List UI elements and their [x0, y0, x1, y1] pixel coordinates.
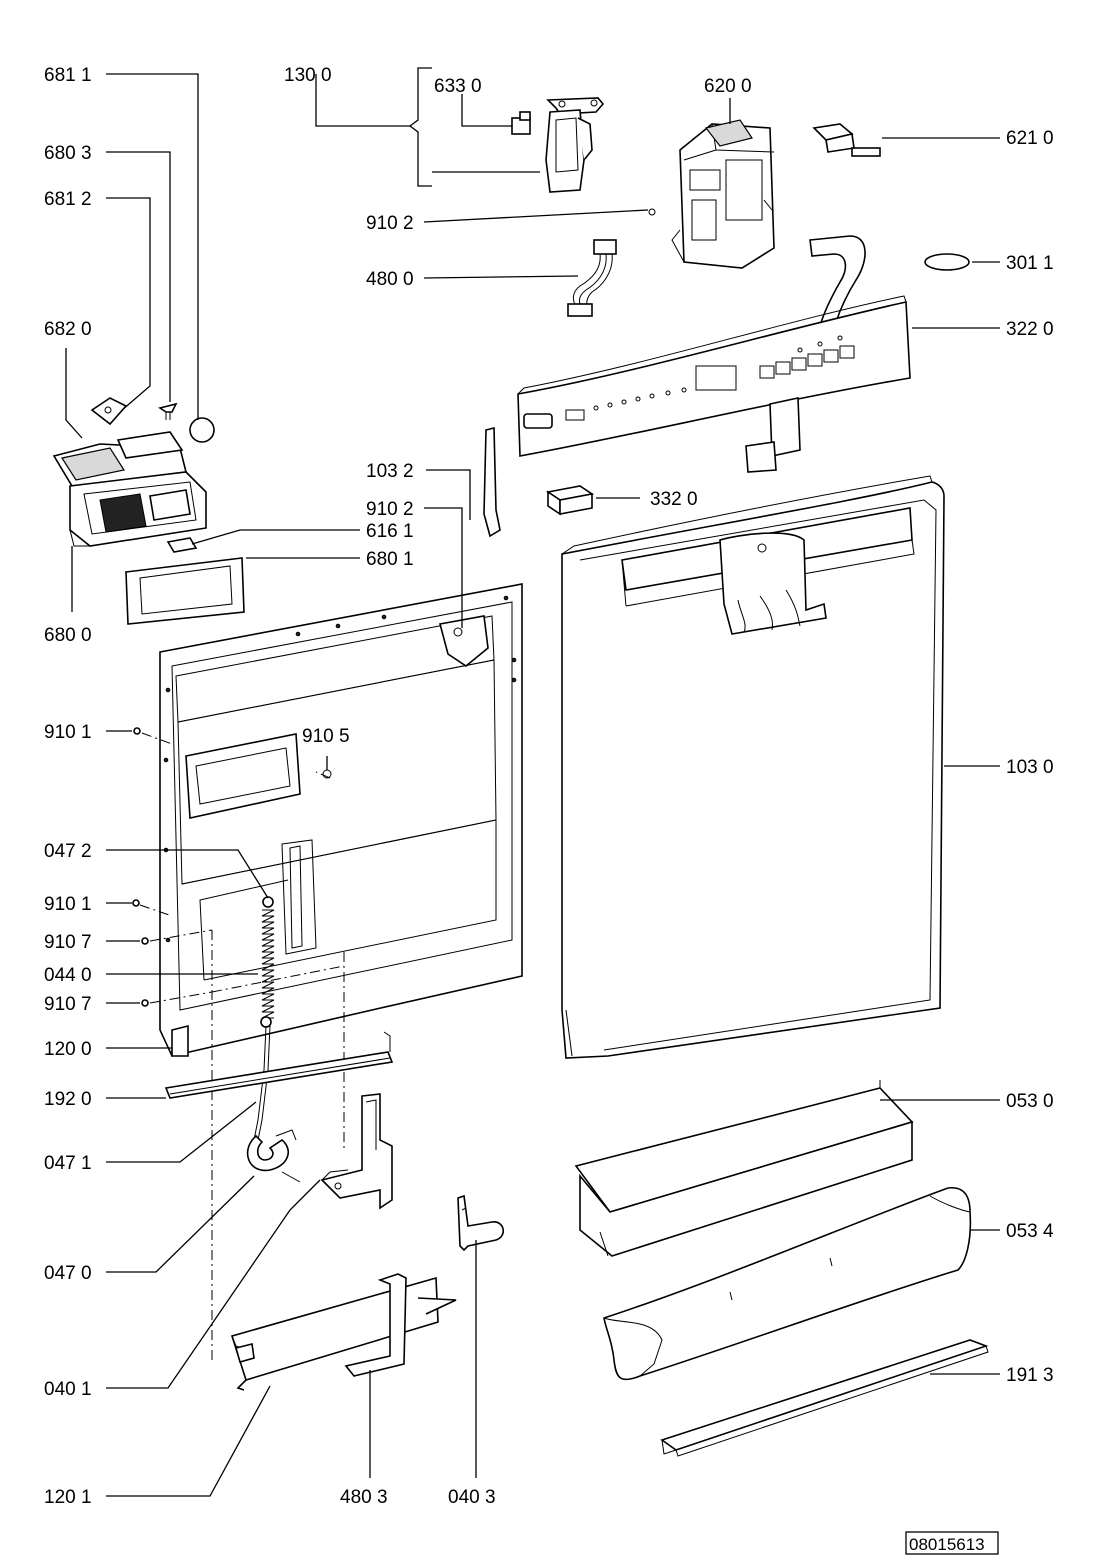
- label-040-3: 040 3: [448, 1487, 496, 1508]
- inner-door: [159, 583, 523, 1057]
- screw-910-1-b: [132, 899, 140, 907]
- outer-door: [561, 475, 945, 1059]
- connector-block: [545, 485, 595, 516]
- seal-profile: [660, 1339, 989, 1457]
- label-480-0: 480 0: [366, 269, 414, 290]
- label-053-4: 053 4: [1006, 1221, 1054, 1242]
- dispenser-gasket: [125, 557, 245, 625]
- screw-910-1-a: [133, 727, 141, 735]
- dispenser-small-part: [90, 397, 128, 426]
- label-910-7-b: 910 7: [44, 994, 92, 1015]
- dispenser-cap: [189, 417, 215, 443]
- label-680-0: 680 0: [44, 625, 92, 646]
- label-680-3: 680 3: [44, 143, 92, 164]
- label-053-0: 053 0: [1006, 1091, 1054, 1112]
- label-047-1: 047 1: [44, 1153, 92, 1174]
- label-047-0: 047 0: [44, 1263, 92, 1284]
- document-number: 08015613: [909, 1535, 985, 1554]
- pin-910-7-a: [141, 937, 149, 945]
- label-910-7-a: 910 7: [44, 932, 92, 953]
- label-910-1-a: 910 1: [44, 722, 92, 743]
- label-480-3: 480 3: [340, 1487, 388, 1508]
- label-130-0: 130 0: [284, 65, 332, 86]
- label-910-1-b: 910 1: [44, 894, 92, 915]
- label-616-1: 616 1: [366, 521, 414, 542]
- kick-plate-trim: [603, 1187, 972, 1381]
- document-number-box: 08015613: [905, 1531, 999, 1555]
- label-633-0: 633 0: [434, 76, 482, 97]
- detergent-dispenser: [52, 431, 207, 547]
- label-047-2: 047 2: [44, 841, 92, 862]
- label-680-1: 680 1: [366, 549, 414, 570]
- label-681-2: 681 2: [44, 189, 92, 210]
- bottom-bracket: [344, 1273, 407, 1377]
- dispenser-clip: [158, 402, 178, 420]
- seal-strip: [164, 1031, 394, 1099]
- leader-lines: [65, 67, 1000, 1497]
- hinge-bracket: [320, 1093, 393, 1210]
- cable-pulley: [246, 1129, 301, 1183]
- label-682-0: 682 0: [44, 319, 92, 340]
- part-number-labels: 681 1 130 0 633 0 620 0 621 0 680 3 681 …: [44, 65, 1054, 1508]
- dispenser-lever: [166, 537, 198, 553]
- label-044-0: 044 0: [44, 965, 92, 986]
- bottom-plate: [230, 1276, 457, 1391]
- assembly-lines: [139, 732, 345, 1360]
- label-040-1: 040 1: [44, 1379, 92, 1400]
- label-322-0: 322 0: [1006, 319, 1054, 340]
- label-191-3: 191 3: [1006, 1365, 1054, 1386]
- door-lock-assembly: [545, 97, 605, 193]
- label-620-0: 620 0: [704, 76, 752, 97]
- pin-910-7-b: [141, 999, 149, 1007]
- label-332-0: 332 0: [650, 489, 698, 510]
- hinge-arm: [457, 1194, 504, 1252]
- label-910-2-mid: 910 2: [366, 499, 414, 520]
- screw-small: [648, 208, 656, 216]
- label-621-0: 621 0: [1006, 128, 1054, 149]
- wiring-harness: [567, 239, 617, 317]
- flat-cable: [809, 235, 866, 328]
- label-681-1: 681 1: [44, 65, 92, 86]
- door-cable: [253, 1025, 267, 1141]
- label-120-0: 120 0: [44, 1039, 92, 1060]
- label-103-2: 103 2: [366, 461, 414, 482]
- kick-plate-channel: [574, 1080, 914, 1257]
- connector-part: [812, 123, 881, 157]
- label-910-5: 910 5: [302, 726, 350, 747]
- label-192-0: 192 0: [44, 1089, 92, 1110]
- hinge-wire: [483, 426, 501, 538]
- round-cover: [924, 253, 970, 271]
- label-301-1: 301 1: [1006, 253, 1054, 274]
- control-panel: [517, 295, 911, 473]
- micro-switch: [511, 111, 531, 135]
- label-120-1: 120 1: [44, 1487, 92, 1508]
- label-103-0: 103 0: [1006, 757, 1054, 778]
- control-module: [671, 119, 775, 269]
- label-910-2-top: 910 2: [366, 213, 414, 234]
